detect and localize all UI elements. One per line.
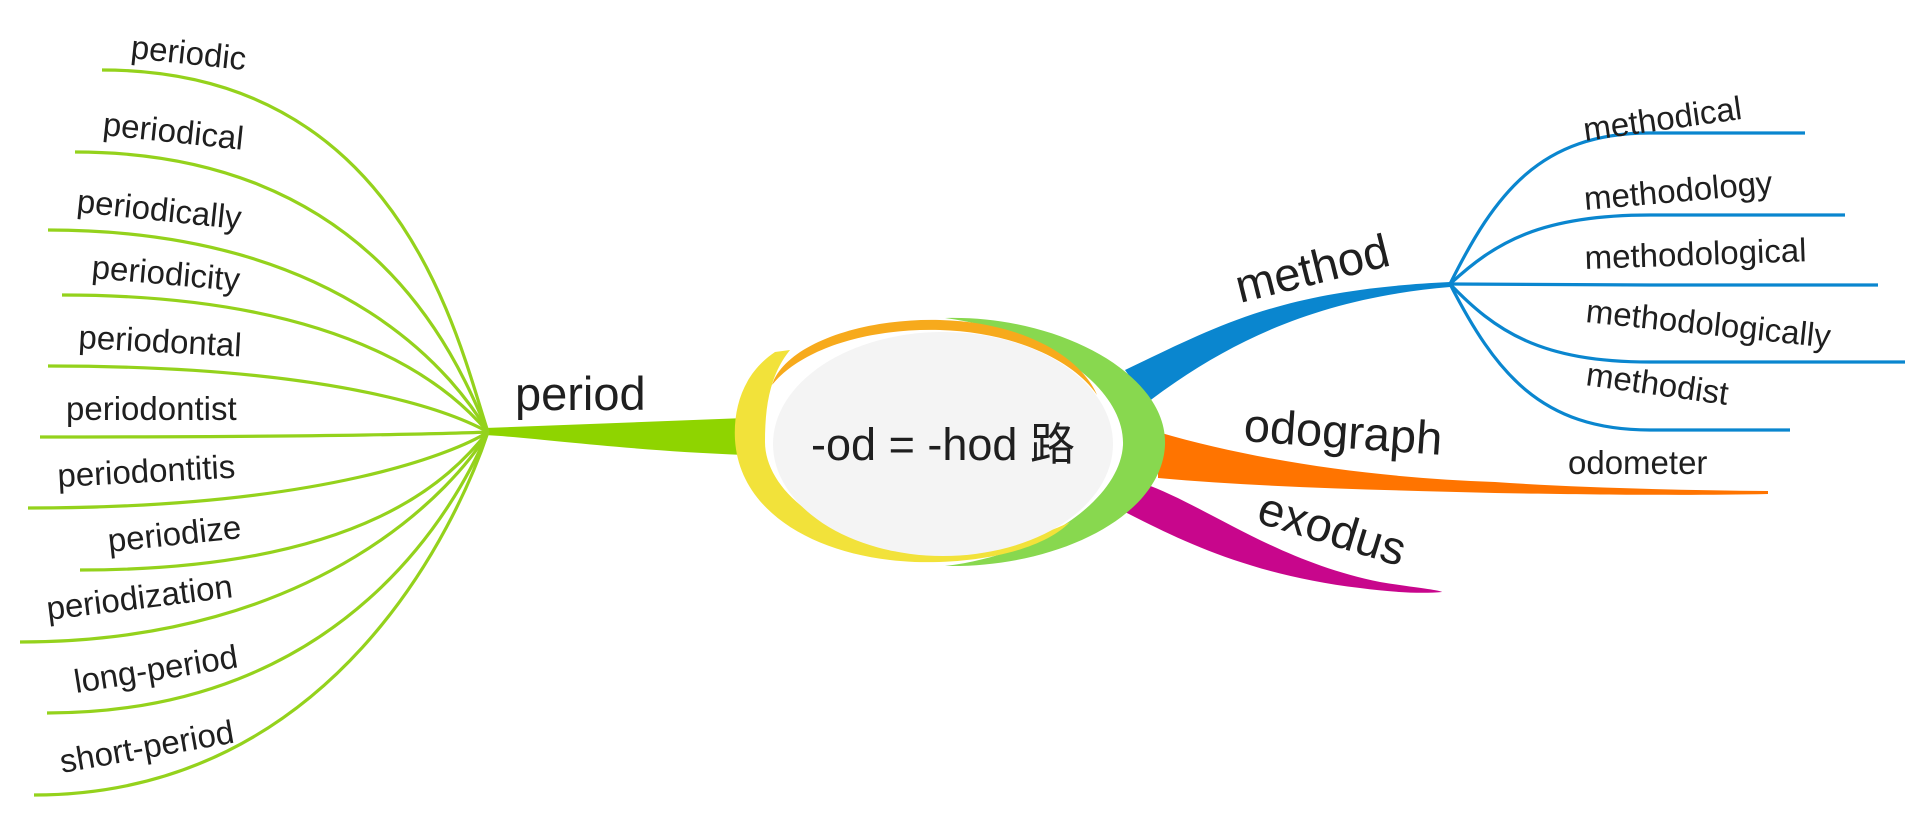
method-leaf-connector	[1448, 283, 1790, 432]
method-child-methodist[interactable]: methodist	[1584, 355, 1731, 412]
period-child-periodize[interactable]: periodize	[106, 508, 243, 559]
period-child-short-period[interactable]: short-period	[57, 713, 237, 780]
method-child-methodological[interactable]: methodological	[1584, 231, 1807, 276]
period-child-periodontist[interactable]: periodontist	[66, 390, 237, 427]
method-leaf-connector	[1448, 213, 1845, 286]
period-leaf-connector	[47, 228, 490, 433]
odograph-child-odometer[interactable]: odometer	[1568, 444, 1707, 481]
center-label[interactable]: -od = -hod 路	[811, 419, 1075, 470]
period-leaf-connector	[39, 430, 489, 439]
method-leaf-connector	[1448, 282, 1905, 364]
center-ring-yellow	[734, 350, 1070, 563]
period-leaves: periodic periodical periodically periodicit…	[19, 28, 490, 797]
period-branch: period periodicperiodicalperiodicallyper…	[19, 28, 745, 797]
odograph-branch: odograph odometer	[1158, 398, 1768, 495]
period-leaf-connector	[61, 293, 490, 434]
period-leaf-connector	[79, 430, 490, 572]
method-child-methodology[interactable]: methodology	[1582, 164, 1774, 217]
period-main-connector	[485, 418, 745, 455]
period-child-periodicity[interactable]: periodicity	[90, 248, 242, 298]
period-child-periodic[interactable]: periodic	[129, 28, 248, 77]
method-child-methodologically[interactable]: methodologically	[1584, 292, 1833, 355]
center-fill	[773, 332, 1113, 556]
period-leaf-connector	[74, 150, 490, 433]
method-main-connector	[1125, 282, 1450, 402]
center-ring-orange	[772, 319, 1097, 395]
period-branch-label[interactable]: period	[515, 367, 646, 420]
center-ring-green	[945, 317, 1166, 567]
period-child-periodically[interactable]: periodically	[75, 182, 244, 236]
method-branch: method methodicalmethodologymethodologic…	[1125, 89, 1905, 432]
method-child-methodical[interactable]: methodical	[1581, 89, 1744, 148]
period-leaf-connector	[101, 68, 490, 433]
exodus-branch: exodus	[1125, 480, 1442, 593]
period-leaf-connector	[33, 431, 490, 797]
period-leaf-connector	[19, 431, 490, 644]
method-leaves: methodical methodology methodological metho…	[1448, 89, 1905, 432]
odograph-main-connector	[1158, 432, 1768, 495]
period-child-periodontitis[interactable]: periodontitis	[56, 448, 236, 494]
odograph-branch-label[interactable]: odograph	[1242, 398, 1444, 465]
period-child-long-period[interactable]: long-period	[71, 638, 240, 700]
exodus-main-connector	[1125, 480, 1442, 593]
period-child-periodontal[interactable]: periodontal	[78, 318, 243, 363]
period-leaf-connector	[47, 364, 489, 434]
method-leaf-connector	[1448, 131, 1805, 285]
central-topic[interactable]: -od = -hod 路	[734, 317, 1166, 567]
method-leaf-connector	[1449, 282, 1878, 287]
period-child-periodical[interactable]: periodical	[101, 105, 245, 157]
period-leaf-connector	[46, 431, 490, 715]
period-leaf-connector	[27, 430, 489, 510]
